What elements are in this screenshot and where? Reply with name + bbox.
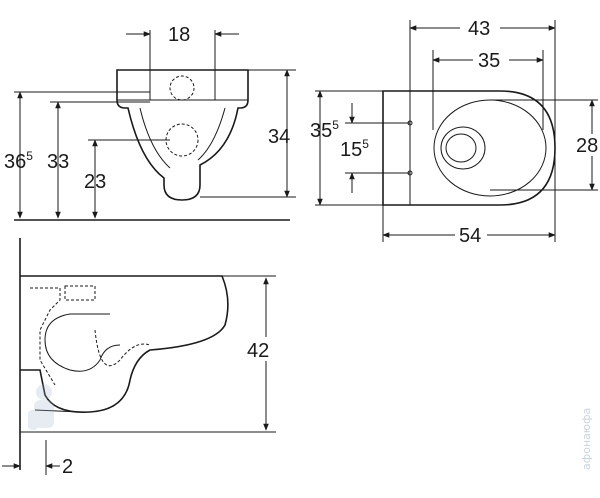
dim-36-5-label: 365 (4, 149, 33, 173)
front-view: 18 365 33 23 34 (4, 24, 296, 221)
dim-23-label: 23 (84, 171, 106, 193)
dim-43-label: 43 (468, 18, 490, 40)
top-inner-bowl-2 (445, 133, 477, 163)
side-view: 42 2 (2, 238, 278, 478)
dim-43-bg (460, 16, 500, 38)
side-base-line (34, 409, 81, 413)
dim-42-label: 42 (247, 340, 269, 362)
front-outlet-circle (165, 123, 199, 157)
front-inner-curve-right (197, 107, 226, 161)
top-bowl-outline (382, 90, 556, 206)
dim-18-label: 18 (168, 24, 190, 46)
top-view: 43 35 355 155 28 54 (310, 16, 600, 247)
dim-35-5-label: 355 (310, 118, 339, 142)
side-trap-curve (44, 313, 121, 372)
dim-28-label: 28 (576, 135, 598, 157)
front-inner-curve-left (139, 107, 171, 169)
front-fixing-circle (169, 75, 195, 101)
front-bowl-outline (116, 69, 249, 201)
dim-35-label: 35 (478, 50, 500, 72)
dim-35-bg (473, 48, 509, 70)
dim-34-label: 34 (268, 126, 290, 148)
plumber-watermark-icon (28, 384, 54, 430)
dim-33-label: 33 (47, 151, 69, 173)
dim-2-label: 2 (62, 456, 73, 478)
top-inner-bowl (440, 126, 486, 170)
side-dashed-pipe (64, 285, 96, 301)
top-rim (433, 99, 547, 197)
dim-42-bg (244, 337, 278, 361)
dim-28-bg (574, 134, 600, 156)
dim-54-label: 54 (459, 225, 481, 247)
watermark-text: афонаюфа (580, 408, 593, 470)
dim-54-bg (455, 223, 487, 245)
side-dashed-flush (30, 287, 61, 386)
side-dashed-inner (94, 329, 151, 367)
dim-15-5-label: 155 (340, 137, 369, 161)
